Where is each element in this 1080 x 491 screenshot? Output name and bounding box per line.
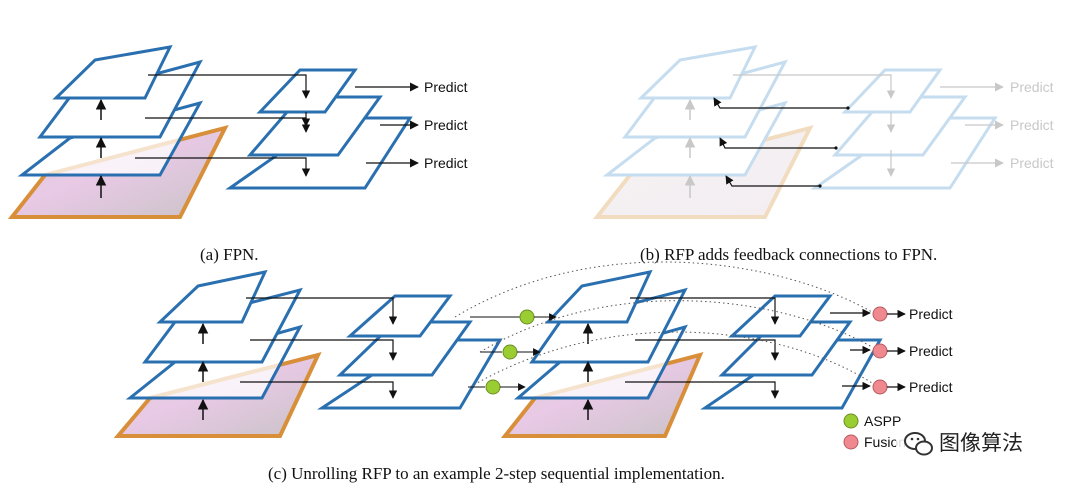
predict-label: Predict [909,343,953,359]
predict-label: Predict [424,117,468,133]
predict-label: Predict [1010,155,1054,171]
legend-fusion-label: Fusion [864,434,906,450]
predict-label: Predict [1010,117,1054,133]
top-down-layer-2 [246,95,383,157]
bottom-up-layer-1 [52,45,173,100]
fusion-node [872,379,888,395]
caption-b: (b) RFP adds feedback connections to FPN… [640,245,937,264]
fusion-node [872,306,888,322]
feedback-connection [719,137,836,149]
legend-aspp-swatch [843,413,859,429]
wechat-icon [904,432,933,456]
legend-aspp-label: ASPP [864,413,901,429]
feedback-connection [713,97,848,109]
aspp-node [519,309,535,325]
aspp-node [502,344,518,360]
predict-label: Predict [909,379,953,395]
caption-c: (c) Unrolling RFP to an example 2-step s… [268,464,725,483]
feedback-connection [725,175,820,187]
panel-c-unrolled: Predict Predict Predict ASPP Fusion 图像算法… [113,261,1056,483]
legend-fusion-swatch [843,434,859,450]
caption-a: (a) FPN. [200,245,259,264]
panel-a-fpn: Predict Predict Predict (a) FPN. [7,45,468,264]
watermark: 图像算法 [896,426,1056,458]
predict-label: Predict [909,306,953,322]
aspp-node [485,379,501,395]
predict-label: Predict [1010,79,1054,95]
predict-label: Predict [424,79,468,95]
legend: ASPP Fusion [843,413,906,450]
fusion-node [872,343,888,359]
panel-b-rfp: Predict Predict Predict (b) RFP adds fee… [592,45,1054,264]
watermark-text: 图像算法 [939,431,1023,455]
predict-label: Predict [424,155,468,171]
